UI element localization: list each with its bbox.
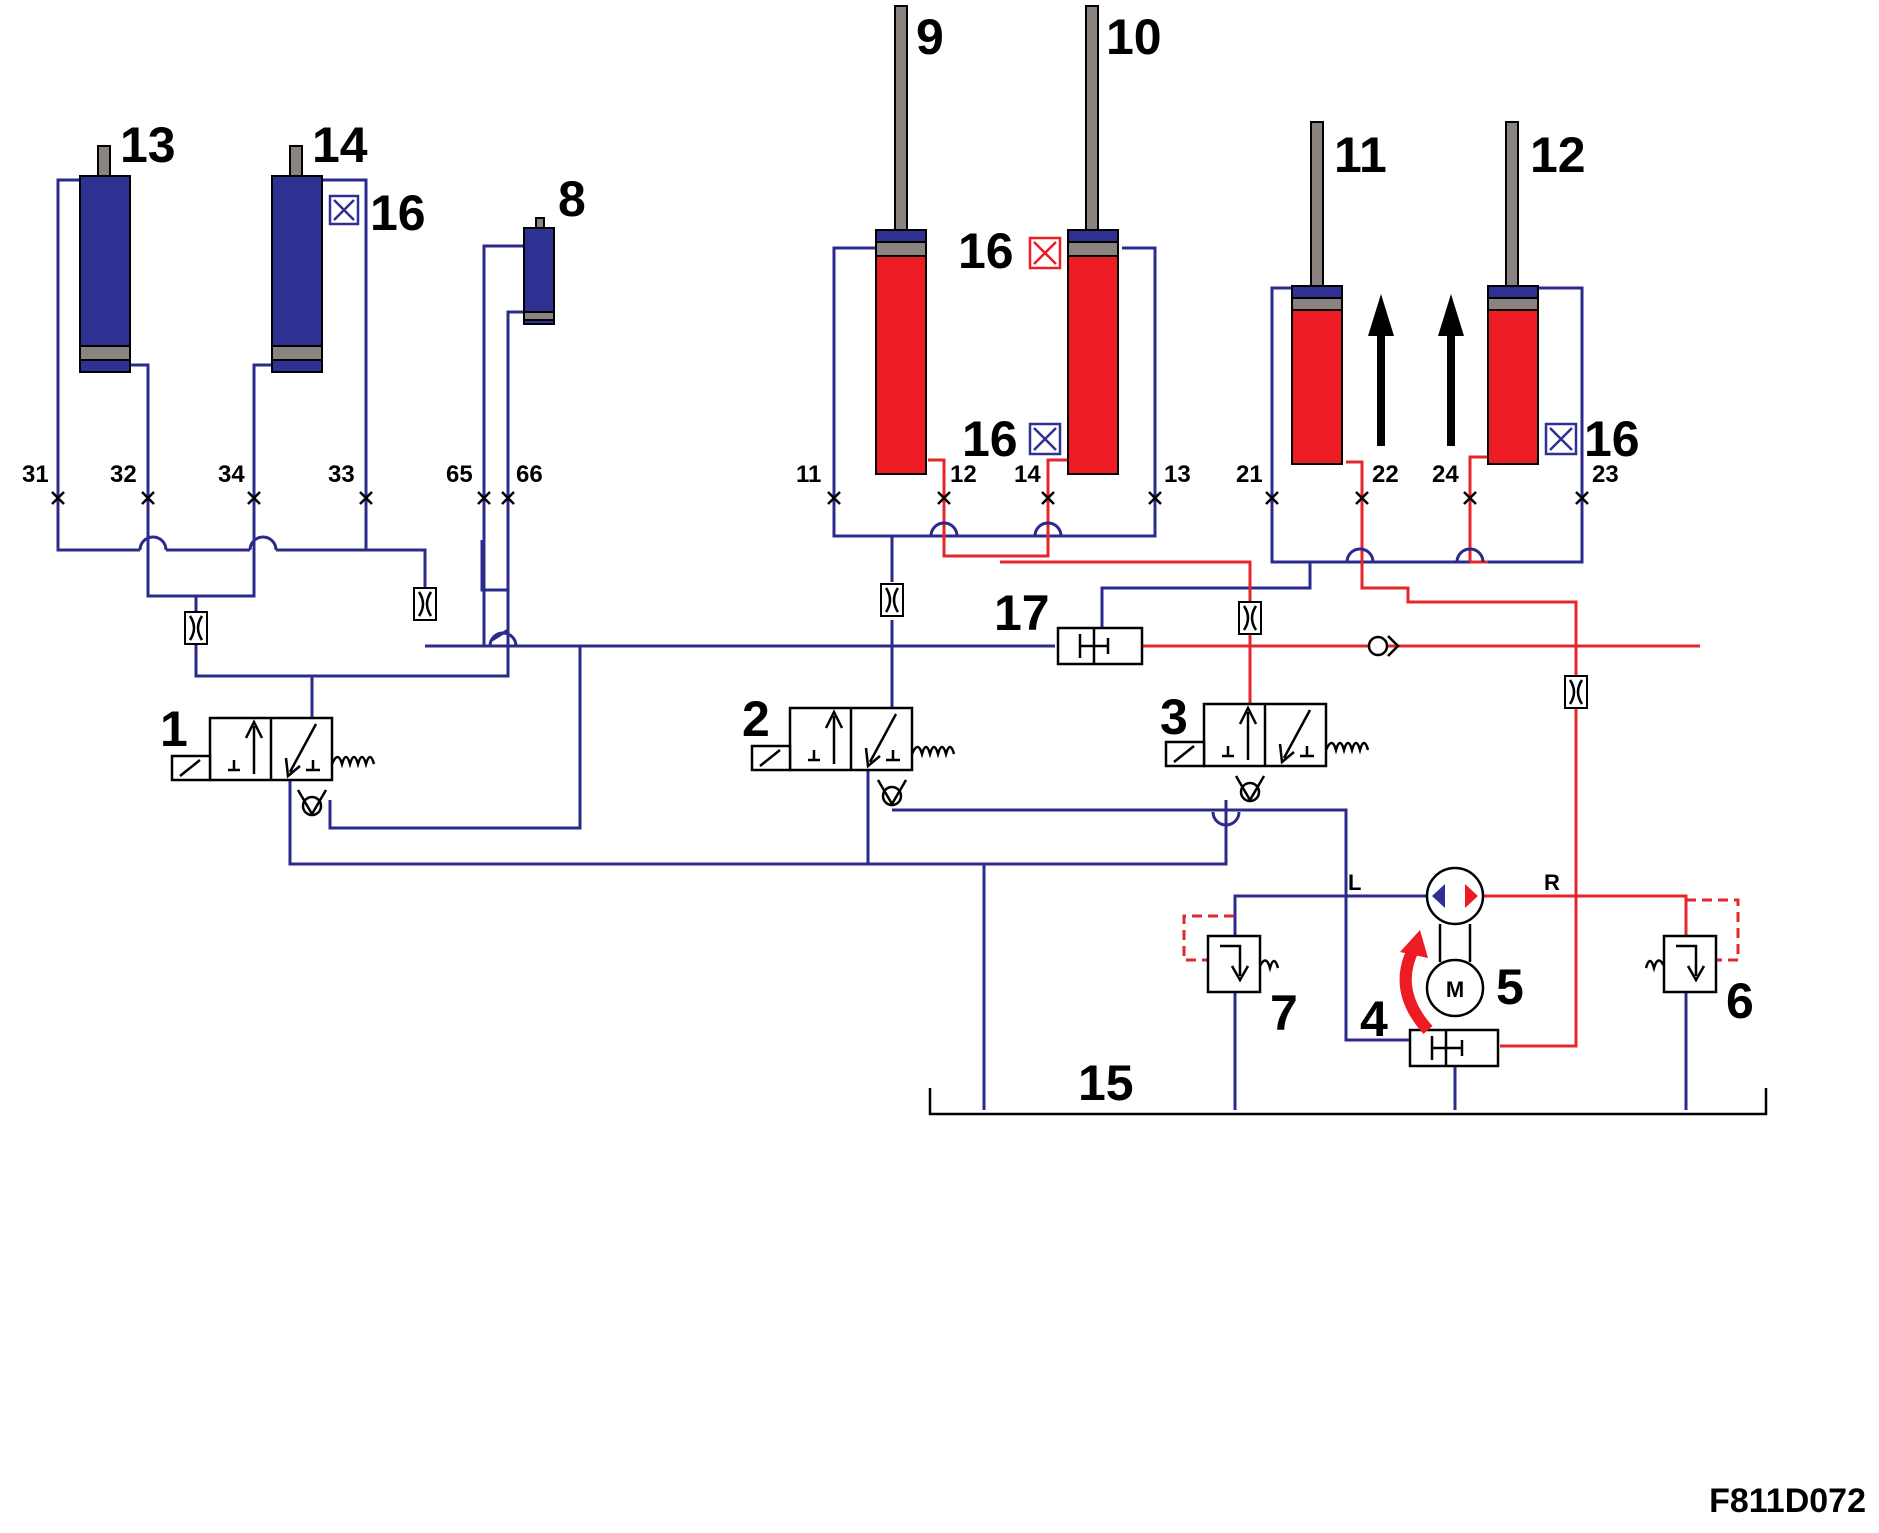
relief-valve-6 <box>1644 934 1718 994</box>
low-pressure-lines <box>56 178 1688 1110</box>
port-14: 14 <box>1014 461 1041 488</box>
line-jumps <box>138 521 1485 827</box>
label-6: 6 <box>1726 973 1754 1029</box>
motor-pump-5 <box>1408 866 1500 1068</box>
shuttle-valve-17 <box>1056 626 1144 666</box>
relief-7-pilot-line <box>1182 914 1234 962</box>
port-13: 13 <box>1164 461 1191 488</box>
port-32: 32 <box>110 461 137 488</box>
cylinder-8 <box>523 217 555 325</box>
label-5: 5 <box>1496 959 1524 1015</box>
label-11: 11 <box>1334 127 1387 183</box>
label-13: 13 <box>120 117 176 173</box>
label-10: 10 <box>1106 9 1162 65</box>
label-3: 3 <box>1160 689 1188 745</box>
port-12: 12 <box>950 461 977 488</box>
component-labels: 1 2 3 4 5 6 7 8 9 10 11 12 13 14 15 16 1… <box>120 9 1754 1111</box>
orifice-icon <box>184 611 208 645</box>
label-2: 2 <box>742 691 770 747</box>
sensor-icon <box>1544 422 1578 456</box>
cylinder-11 <box>1291 121 1343 465</box>
directional-valve-1 <box>170 716 376 817</box>
label-8: 8 <box>558 171 586 227</box>
label-9: 9 <box>916 9 944 65</box>
reservoir-15 <box>928 1088 1768 1116</box>
port-65: 65 <box>446 461 473 488</box>
label-16a: 16 <box>370 185 426 241</box>
label-R: R <box>1544 870 1560 895</box>
port-labels: 31 32 34 33 65 66 11 12 14 13 21 22 24 2… <box>22 461 1619 488</box>
directional-valve-3 <box>1164 702 1370 803</box>
label-16c: 16 <box>962 411 1018 467</box>
orifice-icon <box>1238 601 1262 635</box>
motor-symbol: M <box>1446 977 1464 1002</box>
label-12: 12 <box>1530 127 1586 183</box>
port-marks <box>51 491 1589 505</box>
high-pressure-lines <box>928 455 1740 1048</box>
figure-code: F811D072 <box>1709 1482 1866 1520</box>
relief-valve-7 <box>1206 934 1280 994</box>
port-66: 66 <box>516 461 543 488</box>
cylinder-14 <box>271 145 323 373</box>
label-15: 15 <box>1078 1055 1134 1111</box>
port-24: 24 <box>1432 461 1459 488</box>
label-16b: 16 <box>958 223 1014 279</box>
check-valve-icon <box>1367 635 1400 657</box>
port-34: 34 <box>218 461 245 488</box>
port-33: 33 <box>328 461 355 488</box>
cylinder-10 <box>1067 5 1119 475</box>
cylinder-13 <box>79 145 131 373</box>
orifice-icon <box>880 583 904 617</box>
cylinder-12 <box>1487 121 1539 465</box>
port-11: 11 <box>796 461 821 488</box>
extend-arrows <box>1368 294 1464 446</box>
rotation-arrow-icon <box>1399 930 1433 1035</box>
orifice-icon <box>413 587 437 621</box>
label-4: 4 <box>1360 991 1388 1047</box>
port-21: 21 <box>1236 461 1263 488</box>
cylinder-9 <box>875 5 927 475</box>
label-7: 7 <box>1270 985 1298 1041</box>
port-31: 31 <box>22 461 49 488</box>
label-16d: 16 <box>1584 411 1640 467</box>
orifice-icon <box>1564 675 1588 709</box>
sensor-icon <box>328 194 360 226</box>
label-1: 1 <box>160 701 188 757</box>
sensor-icon <box>1028 422 1062 456</box>
port-22: 22 <box>1372 461 1399 488</box>
port-23: 23 <box>1592 461 1619 488</box>
label-17: 17 <box>994 585 1050 641</box>
label-14: 14 <box>312 117 368 173</box>
directional-valve-2 <box>750 706 956 807</box>
sensor-icon <box>1028 236 1062 270</box>
label-L: L <box>1348 870 1361 895</box>
